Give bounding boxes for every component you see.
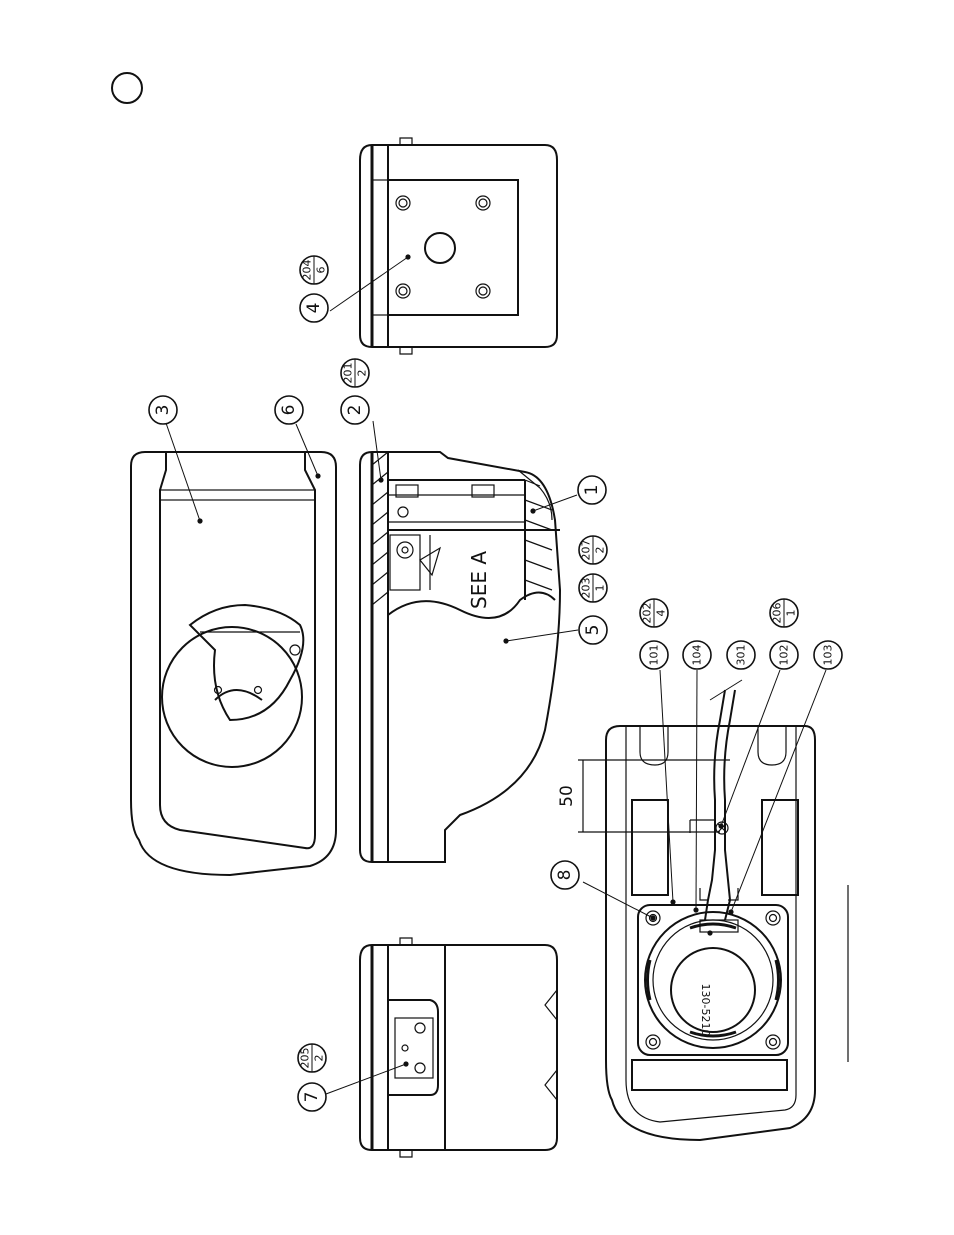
fraction-balloon-204: 204 6: [300, 256, 328, 284]
balloon-7: 7: [298, 1083, 326, 1111]
balloon-104: 104: [683, 641, 711, 669]
svg-text:204: 204: [301, 260, 314, 281]
svg-text:207: 207: [580, 540, 593, 561]
svg-text:5: 5: [583, 625, 603, 636]
balloon-103: 103: [814, 641, 842, 669]
balloon-2: 2: [341, 396, 369, 424]
svg-text:6: 6: [315, 267, 328, 274]
svg-text:2: 2: [345, 405, 365, 416]
svg-text:103: 103: [822, 645, 835, 666]
balloon-301: 301: [727, 641, 755, 669]
fraction-balloon-205: 205 2: [298, 1044, 326, 1072]
svg-text:203: 203: [580, 578, 593, 599]
balloon-5: 5: [579, 616, 607, 644]
svg-text:202: 202: [641, 603, 654, 624]
svg-text:7: 7: [302, 1092, 322, 1103]
end-view-bottom: [360, 938, 557, 1157]
svg-text:4: 4: [655, 610, 668, 617]
dimension-50-label: 50: [557, 785, 577, 807]
balloon-6: 6: [275, 396, 303, 424]
top-view: [131, 452, 336, 875]
svg-text:201: 201: [342, 363, 355, 384]
fraction-balloon-207: 207 2: [579, 536, 607, 564]
see-a-label: SEE A: [467, 551, 491, 609]
svg-text:6: 6: [279, 405, 299, 416]
speaker-marking-label: 130-5210: [699, 984, 712, 1037]
balloon-3: 3: [149, 396, 177, 424]
svg-text:102: 102: [778, 645, 791, 666]
svg-text:2: 2: [313, 1055, 326, 1062]
fraction-balloon-203: 203 1: [579, 574, 607, 602]
svg-text:2: 2: [356, 370, 369, 377]
svg-text:1: 1: [582, 485, 602, 496]
sheet-marker-circle: [112, 73, 142, 103]
svg-text:2: 2: [594, 547, 607, 554]
balloon-102: 102: [770, 641, 798, 669]
svg-text:104: 104: [691, 645, 704, 666]
svg-text:205: 205: [299, 1048, 312, 1069]
balloon-1: 1: [578, 476, 606, 504]
svg-text:206: 206: [771, 603, 784, 624]
balloon-4: 4: [300, 294, 328, 322]
svg-text:1: 1: [785, 610, 798, 617]
balloon-8: 8: [551, 861, 579, 889]
fraction-balloon-206: 206 1: [770, 599, 798, 627]
svg-text:3: 3: [153, 405, 173, 416]
svg-text:101: 101: [648, 645, 661, 666]
svg-text:8: 8: [555, 870, 575, 881]
leader-lines: [166, 257, 826, 1094]
svg-text:1: 1: [594, 585, 607, 592]
side-section-view: [360, 452, 560, 862]
end-view-top: [360, 138, 557, 354]
speaker-bottom-view: [578, 690, 848, 1140]
fraction-balloon-202: 202 4: [640, 599, 668, 627]
balloon-101: 101: [640, 641, 668, 669]
fraction-balloon-201: 201 2: [341, 359, 369, 387]
svg-text:4: 4: [304, 303, 324, 314]
svg-text:301: 301: [735, 645, 748, 666]
